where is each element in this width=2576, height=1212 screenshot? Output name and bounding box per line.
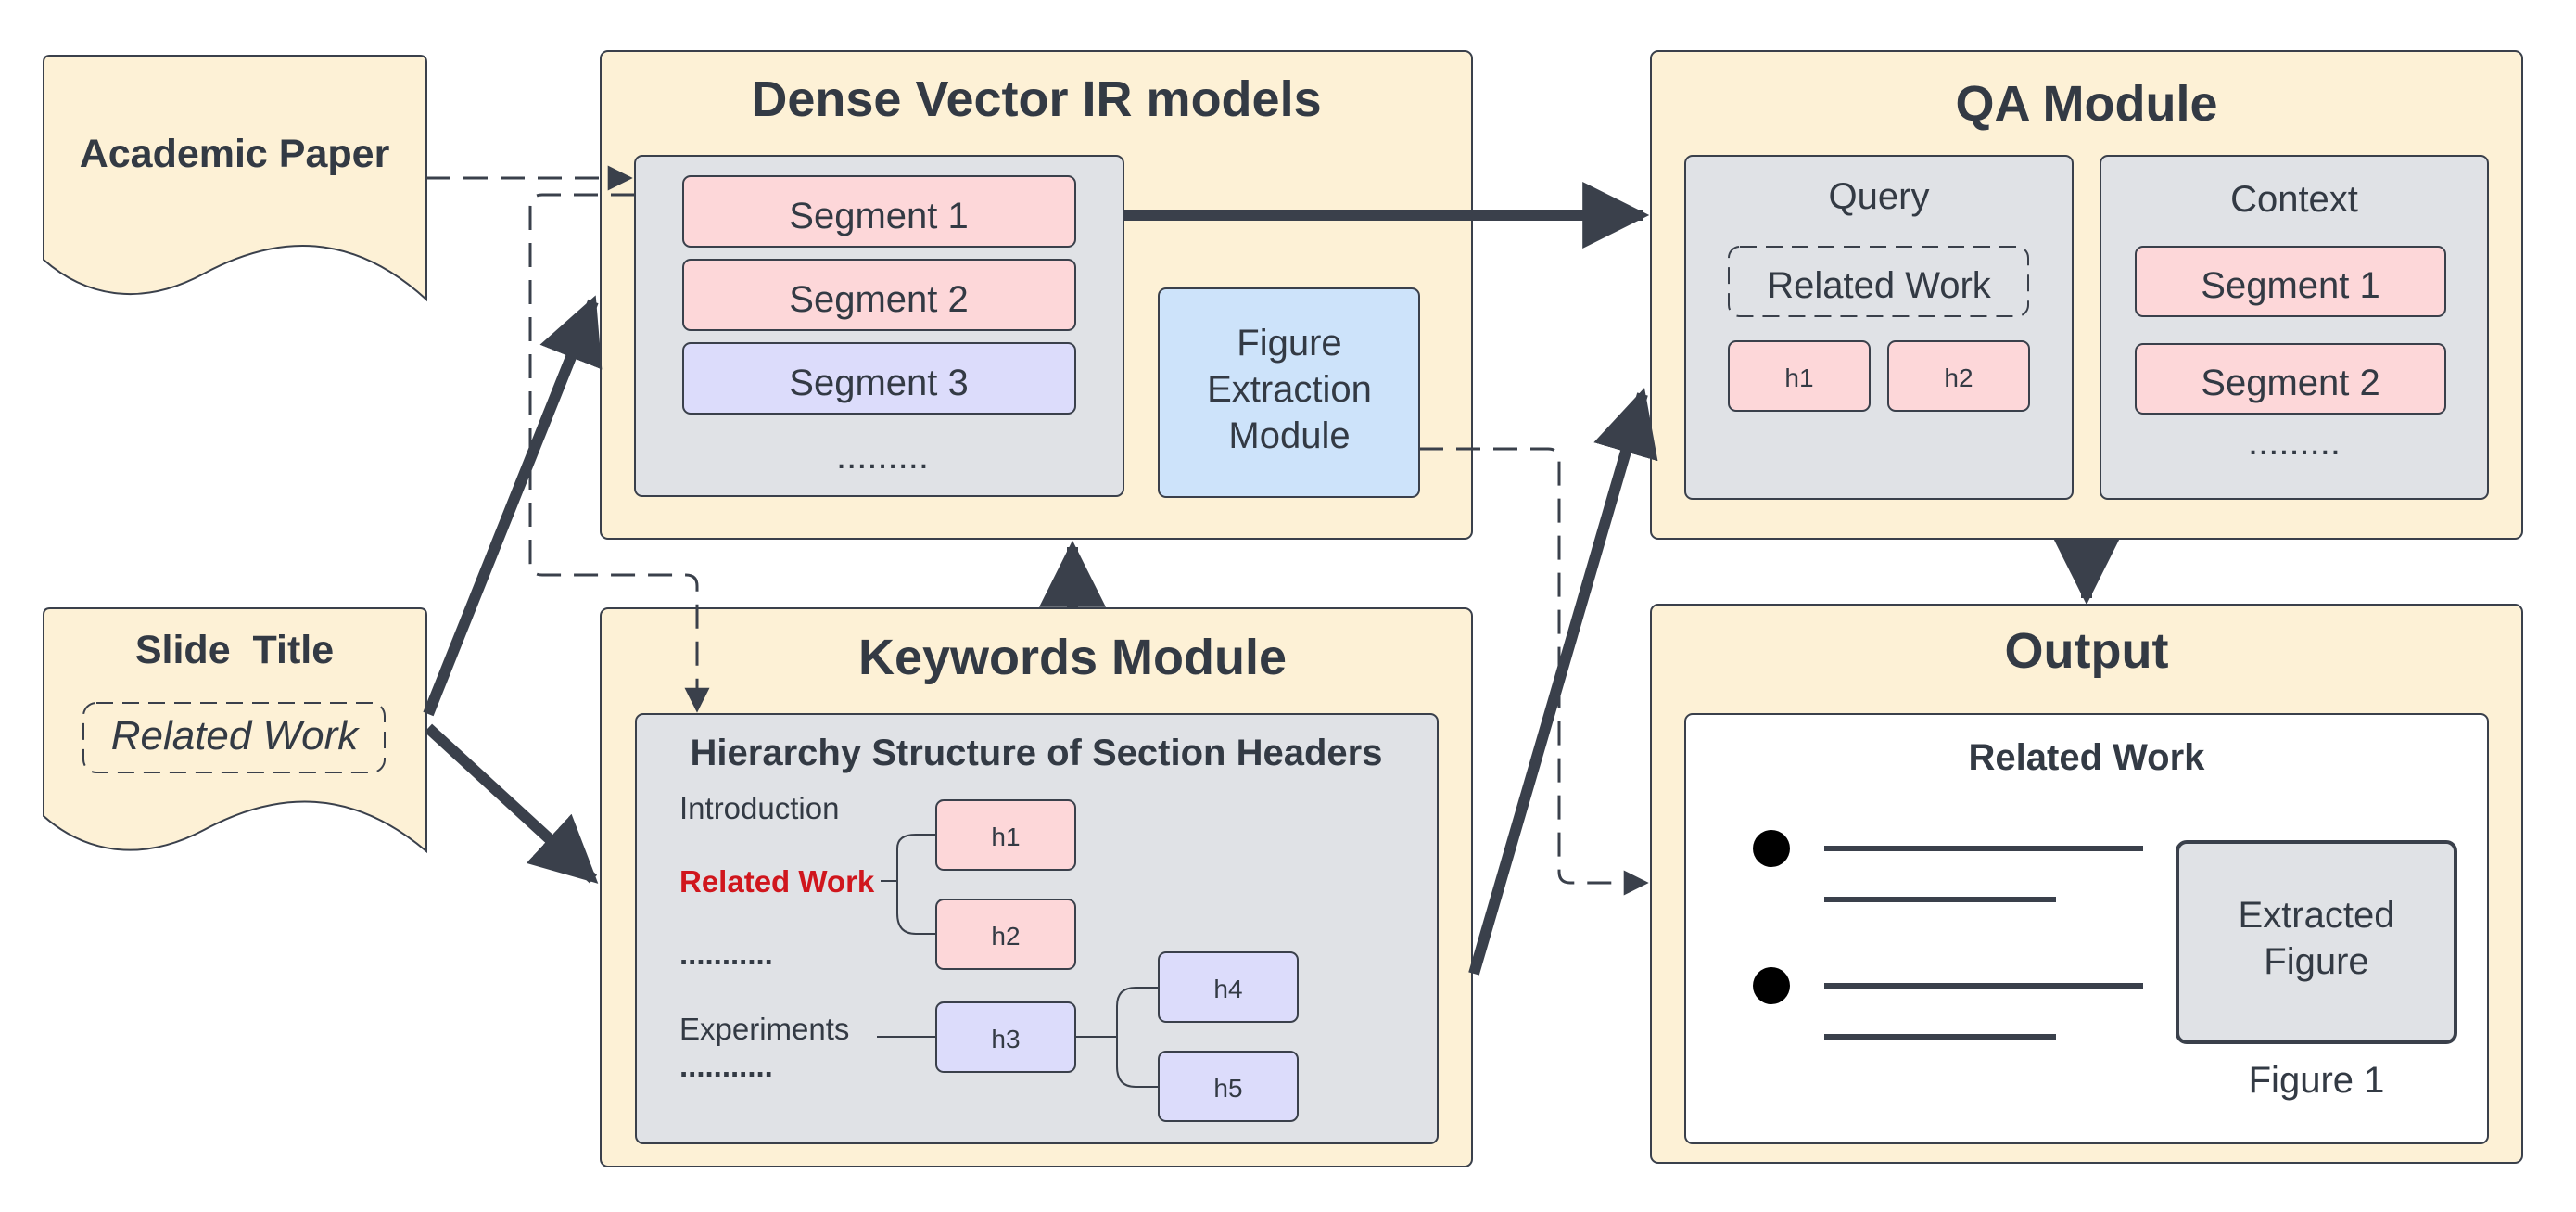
dense-vector-title: Dense Vector IR models — [751, 71, 1321, 127]
figure-caption: Figure 1 — [2249, 1060, 2385, 1101]
kw-h5: h5 — [1213, 1074, 1242, 1103]
slide-title-label: Slide Title — [135, 628, 334, 672]
bullet-2 — [1753, 967, 1790, 1004]
kw-h1: h1 — [991, 823, 1020, 851]
arrow-slide-to-dense — [423, 295, 603, 717]
output-panel: Output Related Work Extracted Figure Fig… — [1650, 604, 2523, 1164]
academic-paper-node: Academic Paper — [43, 55, 427, 302]
keywords-title: Keywords Module — [858, 630, 1287, 685]
query-value: Related Work — [1767, 265, 1992, 306]
section-dots-1: ........... — [679, 937, 773, 971]
output-slide-heading: Related Work — [1969, 737, 2206, 778]
kw-h4: h4 — [1213, 975, 1242, 1003]
tree-connector-h3 — [1075, 987, 1159, 1088]
context-segment-1: Segment 1 — [2201, 265, 2379, 306]
extracted-figure-line-2: Figure — [2264, 941, 2368, 982]
qa-h2: h2 — [1944, 364, 1973, 392]
arrow-slide-to-keywords — [424, 723, 599, 884]
kw-h3: h3 — [991, 1025, 1020, 1053]
context-segment-2-box — [2135, 343, 2446, 415]
kw-h2: h2 — [991, 922, 1020, 950]
dense-segment-1: Segment 1 — [789, 196, 968, 236]
arrow-figure-to-output — [1419, 447, 1649, 896]
section-experiments: Experiments — [679, 1012, 849, 1046]
tree-connector-related-work — [881, 834, 936, 935]
dense-segment-2-box — [682, 259, 1076, 331]
dense-segment-2: Segment 2 — [789, 279, 968, 320]
kw-h5-box — [1158, 1051, 1299, 1122]
output-title: Output — [2005, 623, 2169, 679]
figure-extraction-line-3: Module — [1228, 415, 1350, 456]
slide-title-value-box — [82, 702, 386, 773]
dense-segment-1-box — [682, 175, 1076, 248]
context-segment-1-box — [2135, 246, 2446, 317]
qa-h2-box — [1887, 340, 2030, 412]
section-related-work: Related Work — [679, 864, 875, 899]
figure-extraction-module-box — [1158, 287, 1420, 498]
extracted-figure-box — [2176, 840, 2457, 1044]
bullet-1 — [1753, 830, 1790, 867]
dense-vector-panel: Dense Vector IR models Segment 1 Segment… — [600, 50, 1473, 540]
context-segment-2: Segment 2 — [2201, 363, 2379, 403]
kw-h4-box — [1158, 951, 1299, 1023]
dense-segment-3-box — [682, 342, 1076, 415]
hierarchy-title: Hierarchy Structure of Section Headers — [691, 733, 1383, 773]
query-label: Query — [1829, 176, 1930, 217]
kw-h1-box — [935, 799, 1076, 871]
kw-h3-box — [935, 1001, 1076, 1073]
keywords-panel: Keywords Module Hierarchy Structure of S… — [600, 607, 1473, 1167]
context-label: Context — [2230, 179, 2358, 220]
section-dots-2: ........... — [679, 1049, 773, 1083]
query-value-box — [1728, 246, 2029, 317]
academic-paper-label: Academic Paper — [80, 132, 390, 176]
context-ellipsis: ......... — [2248, 422, 2341, 463]
slide-title-value: Related Work — [111, 713, 361, 759]
qa-h1-box — [1728, 340, 1871, 412]
extracted-figure-line-1: Extracted — [2239, 895, 2395, 936]
arrow-keywords-to-qa — [1468, 388, 1658, 976]
kw-h2-box — [935, 899, 1076, 970]
qa-h1: h1 — [1784, 364, 1813, 392]
section-introduction: Introduction — [679, 791, 839, 825]
connectors — [423, 165, 2120, 976]
arrow-segments-to-hierarchy — [528, 193, 710, 713]
qa-title: QA Module — [1956, 76, 2218, 132]
qa-panel: QA Module Query Related Work h1 h2 Conte… — [1650, 50, 2523, 540]
query-container — [1684, 155, 2074, 500]
dense-segment-3: Segment 3 — [789, 363, 968, 403]
slide-title-node: Slide Title Related Work — [43, 607, 427, 854]
figure-extraction-line-2: Extraction — [1207, 369, 1372, 410]
figure-extraction-line-1: Figure — [1237, 323, 1341, 364]
dense-ellipsis: ......... — [836, 436, 929, 477]
